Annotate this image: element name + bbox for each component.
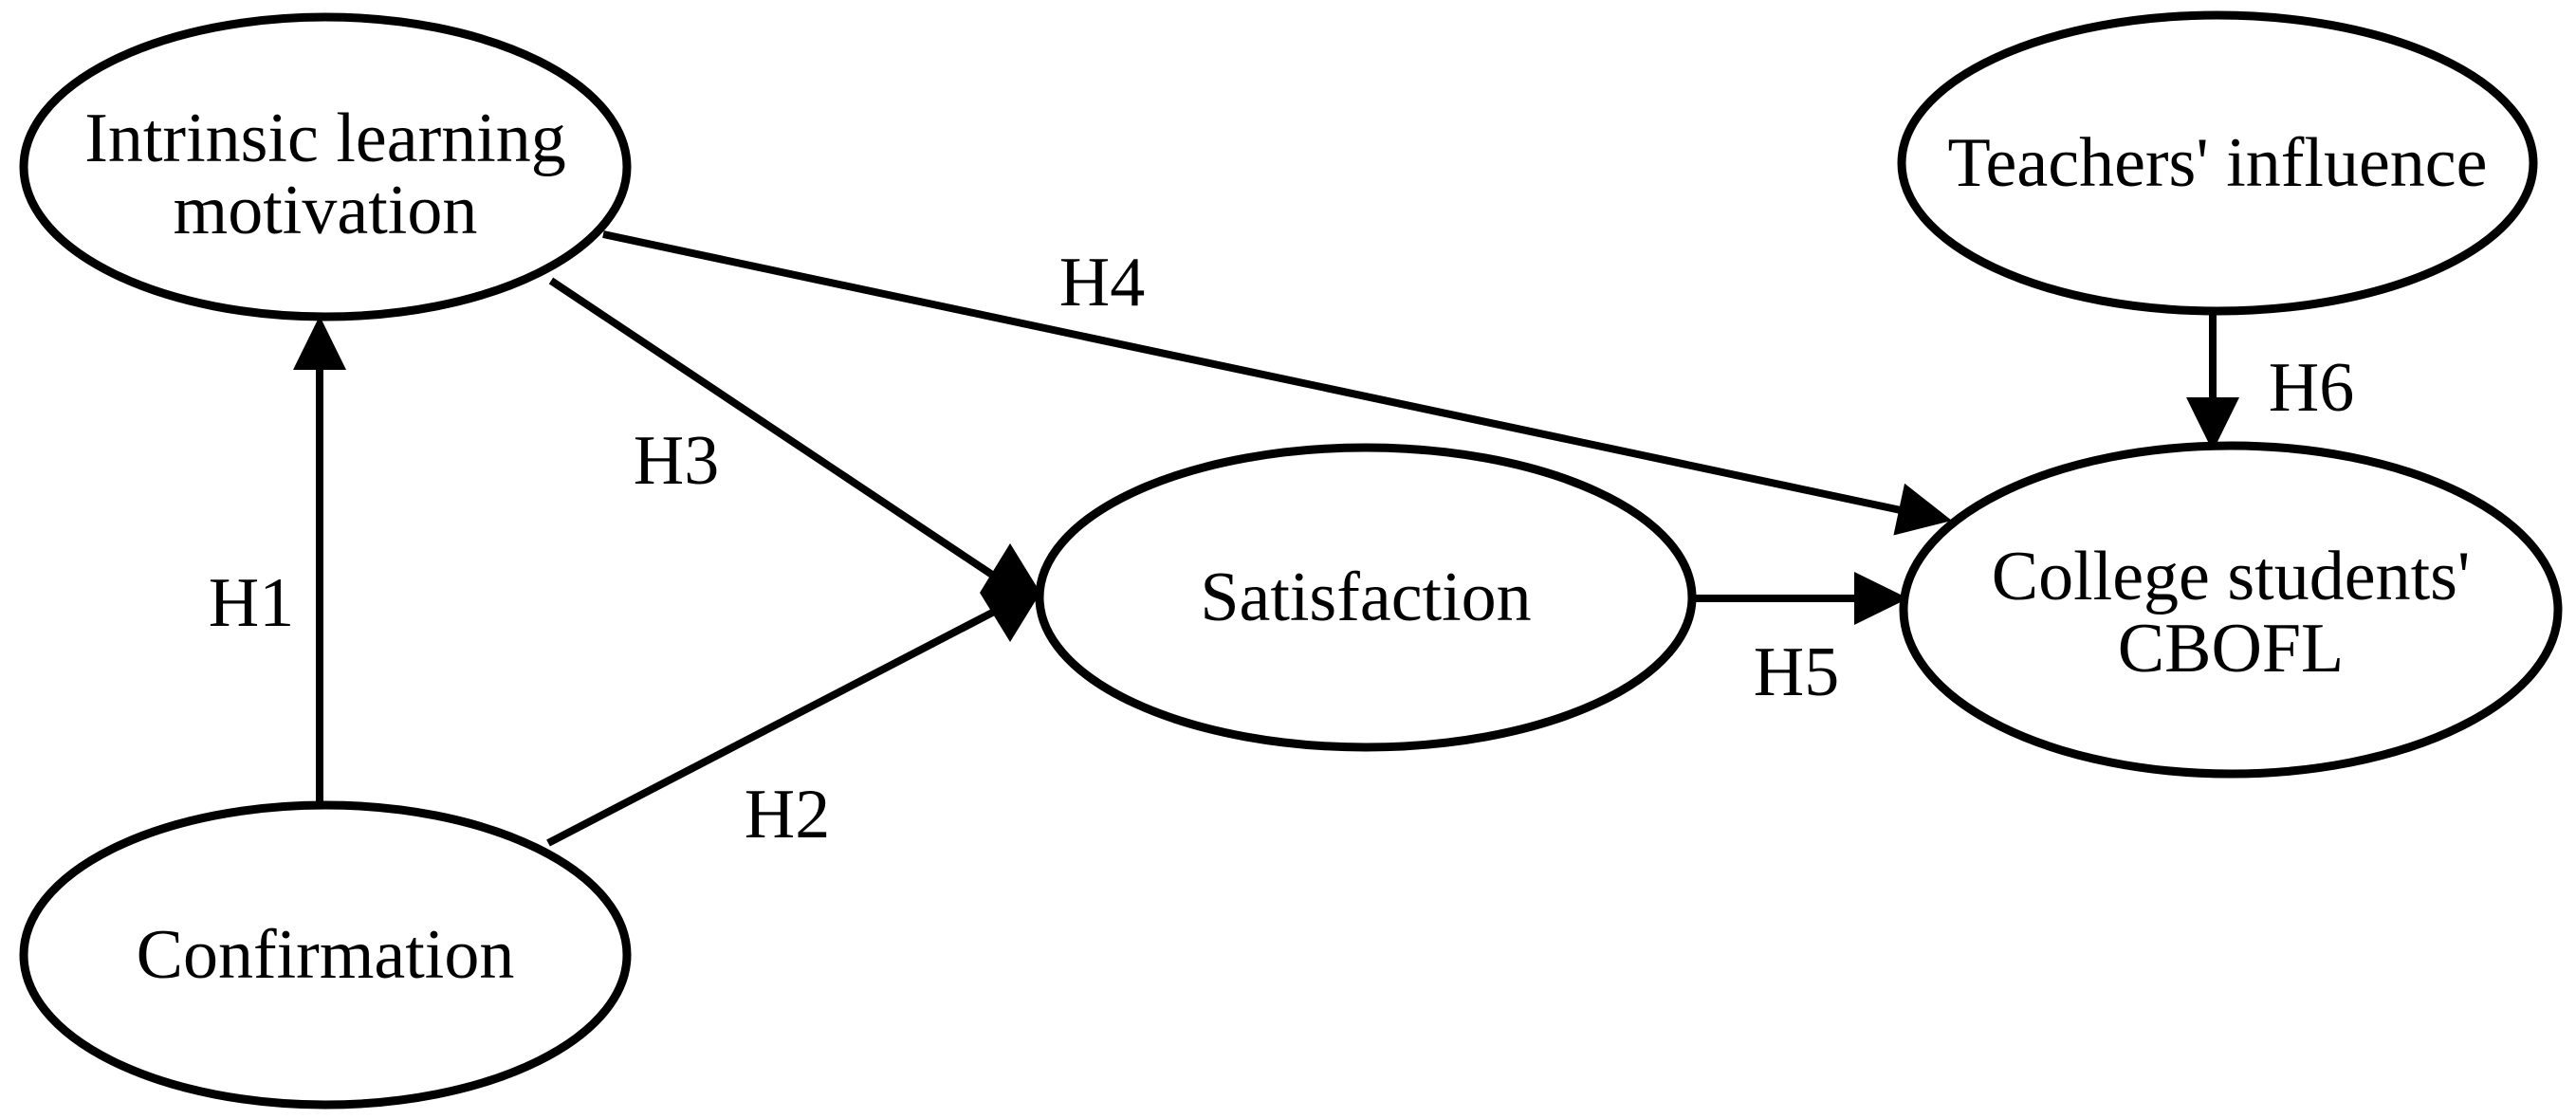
- node-label-intrinsic-learning-motivation-line1: Intrinsic learning: [84, 100, 566, 177]
- edge-label-h2: H2: [745, 776, 830, 853]
- node-ellipse-satisfaction: [1035, 443, 1697, 752]
- node-ellipse-teachers-influence: [1897, 10, 2538, 316]
- node-ellipse-confirmation: [19, 800, 632, 1110]
- edge-h1-arrowhead-icon: [293, 316, 346, 370]
- edge-h5-arrowhead-icon: [1854, 572, 1908, 625]
- node-label-teachers-influence: Teachers' influence: [1948, 124, 2488, 202]
- node-label-satisfaction: Satisfaction: [1200, 559, 1531, 636]
- edge-h2-line: [546, 606, 1000, 847]
- node-ellipse-intrinsic-learning-motivation: [19, 12, 632, 321]
- node-label-intrinsic-learning-motivation-line2: motivation: [174, 172, 478, 249]
- edge-h6-arrowhead-icon: [2186, 397, 2239, 451]
- node-label-confirmation: Confirmation: [137, 916, 515, 994]
- node-ellipse-college-students-cbofl: [1899, 441, 2563, 779]
- edge-h4-arrowhead-icon: [1893, 483, 1952, 536]
- node-label-college-students-cbofl-line1: College students': [1992, 538, 2471, 615]
- edge-h4-line: [602, 230, 1902, 514]
- edge-label-h1: H1: [209, 564, 294, 642]
- edge-h2-h3-diamond-arrowhead-icon: [980, 543, 1040, 642]
- edge-label-h3: H3: [634, 422, 719, 500]
- edge-h3-line: [548, 277, 1001, 582]
- edge-label-h5: H5: [1754, 633, 1839, 711]
- node-label-college-students-cbofl-line2: CBOFL: [2118, 610, 2345, 688]
- edge-label-h6: H6: [2269, 349, 2354, 427]
- edge-label-h4: H4: [1059, 244, 1145, 321]
